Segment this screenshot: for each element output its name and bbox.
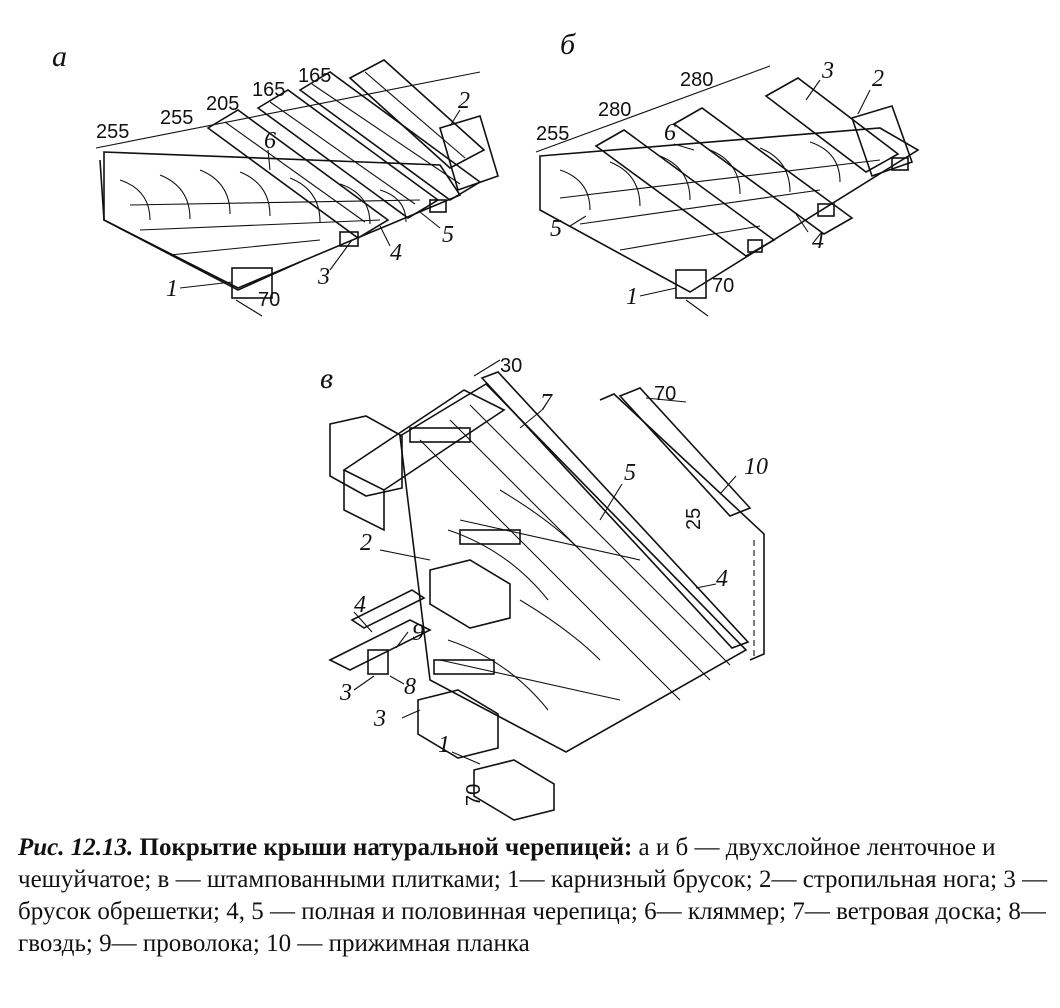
panel-b-label-1: 1 [626, 284, 638, 310]
panel-c-label-1: 1 [438, 732, 450, 758]
panel-c-callouts: 1 2 3 4 5 7 10 4 9 3 8 [339, 390, 768, 765]
panel-a-label-3: 3 [317, 264, 330, 290]
panel-c-inset-label-9: 9 [412, 620, 424, 646]
panel-b-label-3: 3 [821, 58, 834, 84]
panel-c-wind-board [480, 371, 765, 661]
panel-a-dim-1: 255 [96, 121, 129, 143]
panel-c-label-10: 10 [744, 454, 768, 480]
panel-c-tiles [399, 382, 748, 753]
panel-c-dim-70-bottom: 70 [463, 784, 485, 806]
panel-b-rafters [594, 77, 914, 257]
panel-a: а 255 255 205 165 165 [52, 40, 499, 317]
panel-a-ridge-batten [439, 115, 499, 192]
panel-b: б 255 280 280 70 1 2 [535, 28, 920, 317]
panel-c: в [320, 355, 768, 821]
panel-c-dim-25: 25 [683, 508, 705, 530]
panel-b-dimensions: 255 280 280 70 [535, 65, 771, 317]
panel-a-dim-4: 165 [252, 79, 285, 101]
panel-c-inset-detail [328, 589, 432, 675]
panel-c-label-2: 2 [360, 530, 372, 556]
panel-b-dim-1: 255 [536, 123, 569, 145]
panel-a-dim-5: 165 [298, 65, 331, 87]
panel-a-label-4: 4 [390, 240, 402, 266]
panel-b-letter: б [560, 28, 576, 61]
panel-b-label-5: 5 [550, 216, 562, 242]
panel-a-label-5: 5 [442, 222, 454, 248]
panel-a-dim-6: 70 [258, 289, 280, 311]
panel-a-tile-courses [99, 151, 462, 299]
panel-a-dimensions: 255 255 205 165 165 70 [95, 65, 481, 317]
panel-b-dim-3: 280 [680, 69, 713, 91]
roof-tile-figure: а 255 255 205 165 165 [52, 28, 920, 821]
panel-a-label-6: 6 [264, 128, 276, 154]
caption-body: а и б — двух­слойное ленточное и чешуйча… [18, 834, 1048, 957]
panel-b-tile-courses [539, 127, 920, 299]
panel-c-inset-label-8: 8 [404, 674, 416, 700]
panel-c-inset-label-3: 3 [339, 680, 352, 706]
panel-c-label-5: 5 [624, 460, 636, 486]
panel-b-label-2: 2 [872, 66, 884, 92]
panel-a-label-2: 2 [458, 88, 470, 114]
panel-a-label-1: 1 [166, 276, 178, 302]
panel-c-label-4: 4 [716, 566, 728, 592]
panel-a-dim-2: 255 [160, 107, 193, 129]
caption-title: Покрытие крыши натуральной черепицей: [139, 834, 633, 861]
panel-b-dim-2: 280 [598, 99, 631, 121]
panel-b-label-4: 4 [812, 228, 824, 254]
panel-c-letter: в [320, 362, 333, 395]
figure-caption: Рис. 12.13. Покрытие крыши натуральной ч… [18, 832, 1048, 960]
panel-a-dim-3: 205 [206, 93, 239, 115]
panel-c-label-7: 7 [540, 390, 553, 416]
panel-a-callouts: 1 2 3 4 5 6 [166, 88, 470, 302]
panel-c-dim-30: 30 [500, 355, 522, 377]
panel-c-dimensions: 30 70 25 70 [463, 355, 705, 806]
panel-c-dim-70-top: 70 [654, 383, 676, 405]
panel-b-label-6: 6 [664, 120, 676, 146]
panel-c-label-3: 3 [373, 706, 386, 732]
panel-c-battens [329, 389, 555, 821]
panel-b-callouts: 1 2 3 4 5 6 [550, 58, 884, 310]
panel-a-letter: а [52, 40, 67, 73]
panel-b-dim-4: 70 [712, 275, 734, 297]
panel-c-inset-label-4: 4 [354, 592, 366, 618]
caption-figure-number: Рис. 12.13. [18, 834, 134, 861]
